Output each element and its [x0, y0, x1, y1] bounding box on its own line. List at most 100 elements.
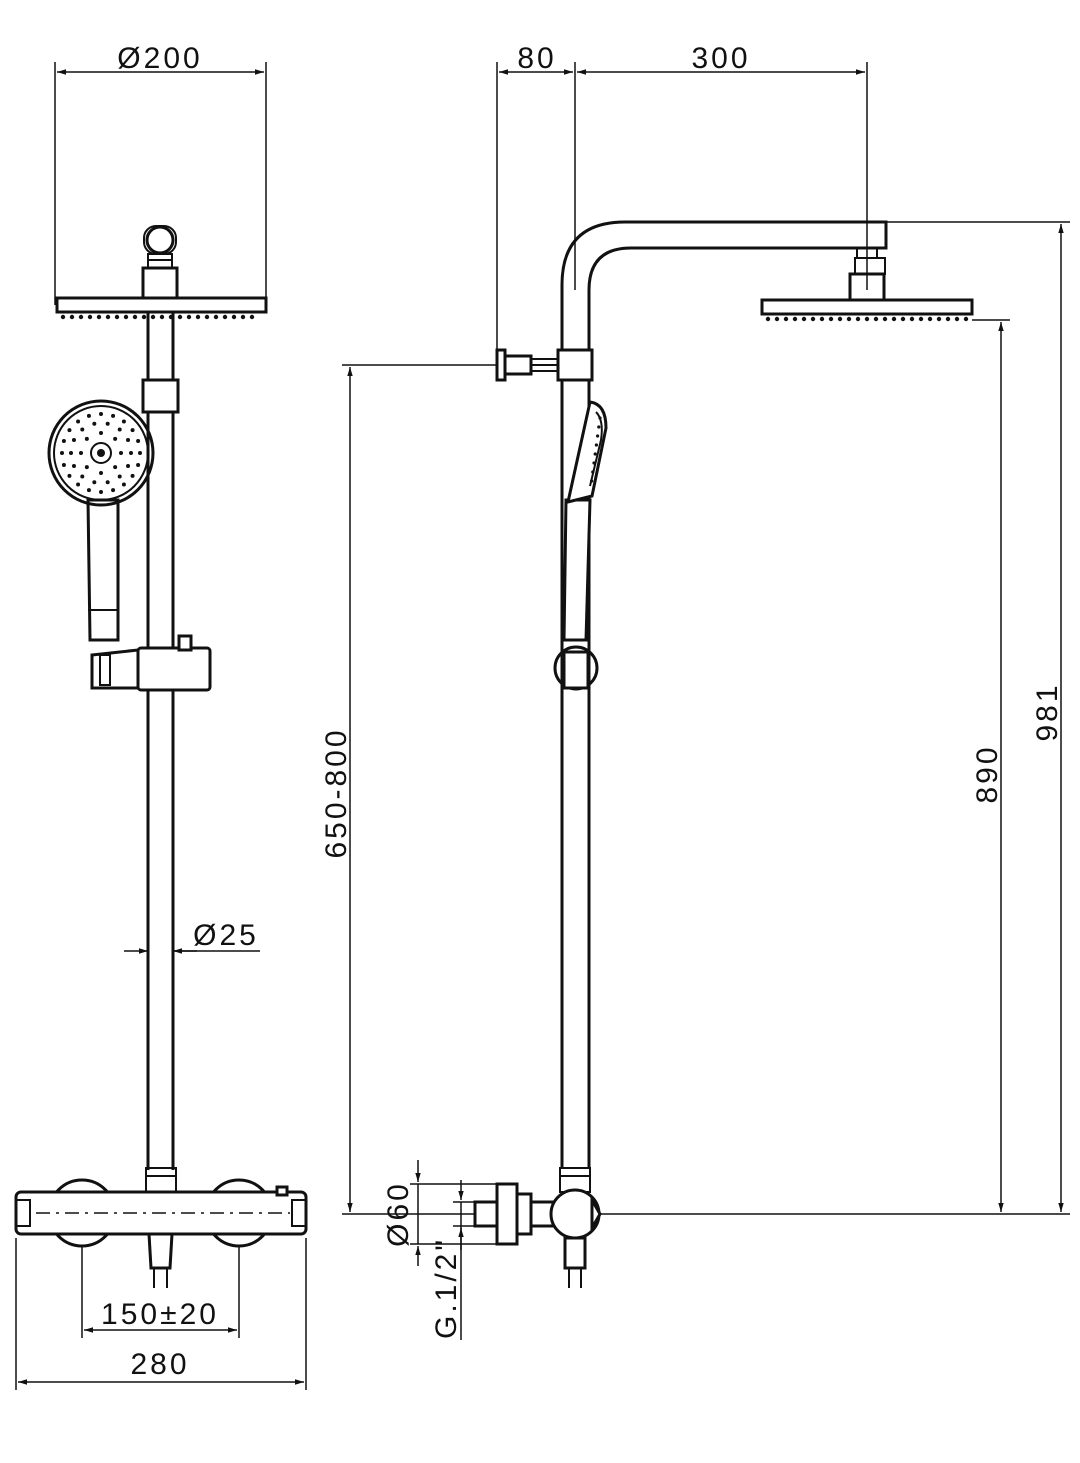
nozzle-dot [130, 473, 135, 478]
nozzle-dot [60, 451, 64, 455]
nozzle-dot [136, 463, 141, 468]
total-height-label: 981 [1031, 682, 1064, 741]
total-height-dimension: 981 [886, 221, 1070, 1212]
nozzle-dot [80, 427, 85, 432]
nozzle-dot [99, 412, 103, 416]
nozzle-dot [119, 451, 123, 455]
nozzle-dot [249, 314, 255, 320]
nozzle-dot [963, 316, 969, 322]
centers-label: 150±20 [101, 1298, 219, 1331]
nozzle-dot [855, 316, 861, 322]
nozzle-dot [67, 473, 72, 478]
rain-shower-head-side [760, 257, 974, 322]
nozzle-dot [123, 314, 129, 320]
pipe-diameter-dimension: Ø25 [124, 919, 260, 954]
nozzle-dot [105, 314, 111, 320]
nozzle-dot [99, 431, 103, 435]
nozzle-dot [598, 416, 602, 420]
nozzle-dot [231, 314, 237, 320]
adjust-height-label: 650-800 [320, 727, 353, 858]
nozzle-dot [954, 316, 960, 322]
nozzle-dot [590, 479, 594, 483]
nozzle-dot [92, 421, 97, 426]
nozzle-dot [126, 464, 131, 469]
nozzle-dot [177, 314, 183, 320]
nozzle-dot [105, 480, 110, 485]
wall-offset-dimension: 80 [496, 42, 576, 368]
side-view: 80 300 [320, 42, 1070, 1340]
nozzle-dot [819, 316, 825, 322]
nozzle-dot [918, 316, 924, 322]
wall-bracket [495, 348, 594, 382]
nozzle-dot [99, 471, 103, 475]
nozzle-dot [113, 436, 118, 441]
head-height-dimension: 890 [600, 319, 1070, 1215]
nozzle-dot [60, 314, 66, 320]
nozzle-dot [591, 470, 595, 474]
front-view: Ø200 [14, 42, 308, 1390]
nozzle-dot [130, 428, 135, 433]
nozzle-dot [138, 451, 142, 455]
nozzle-dot [61, 438, 66, 443]
nozzle-dot [936, 316, 942, 322]
head-height-label: 890 [971, 744, 1004, 803]
riser-pipe-front [141, 312, 180, 1170]
nozzle-dot [117, 474, 122, 479]
nozzle-dot [828, 316, 834, 322]
nozzle-dot [891, 316, 897, 322]
nozzle-dot [69, 314, 75, 320]
nozzle-dot [592, 461, 596, 465]
nozzle-dot [67, 428, 72, 433]
nozzle-dot [909, 316, 915, 322]
width-dimension: 280 [15, 1238, 307, 1390]
nozzle-dot [86, 413, 91, 418]
nozzle-dot [76, 482, 81, 487]
nozzle-dot [204, 314, 210, 320]
thermostatic-mixer-side [473, 1167, 602, 1288]
nozzle-dot [61, 463, 66, 468]
nozzle-dot [78, 314, 84, 320]
nozzle-dot [121, 419, 126, 424]
arm-projection-label: 300 [691, 42, 750, 75]
head-diameter-label: Ø200 [117, 42, 202, 75]
wall-offset-label: 80 [517, 42, 556, 75]
rain-shower-head-front [55, 225, 268, 320]
nozzle-dot [114, 314, 120, 320]
nozzle-dot [129, 451, 133, 455]
nozzle-dot [80, 474, 85, 479]
nozzle-dot [159, 314, 165, 320]
nozzle-dot [195, 314, 201, 320]
nozzle-dot [783, 316, 789, 322]
thread-dimension: G.1/2" [430, 1180, 475, 1340]
nozzle-dot [594, 443, 599, 447]
nozzle-dot [111, 488, 116, 493]
nozzle-dot [69, 451, 73, 455]
nozzle-dot [113, 465, 118, 470]
hand-shower-front [47, 399, 155, 642]
nozzle-dot [84, 436, 89, 441]
nozzle-dot [121, 482, 126, 487]
nozzle-dot [136, 438, 141, 443]
head-diameter-dimension: Ø200 [54, 42, 267, 305]
nozzle-dot [597, 425, 601, 429]
adjust-height-dimension: 650-800 [320, 364, 497, 1215]
nozzle-dot [927, 316, 933, 322]
nozzle-dot [873, 316, 879, 322]
nozzle-dot [150, 314, 156, 320]
nozzle-dot [213, 314, 219, 320]
nozzle-dot [79, 451, 83, 455]
arm-projection-dimension: 300 [577, 42, 868, 290]
nozzle-dot [774, 316, 780, 322]
nozzle-dot [71, 437, 76, 442]
nozzle-dot [126, 437, 131, 442]
nozzle-dot [882, 316, 888, 322]
nozzle-dot [593, 452, 597, 456]
thermostatic-mixer-front [14, 1167, 308, 1288]
nozzle-dot [92, 480, 97, 485]
nozzle-dot [765, 316, 771, 322]
nozzle-dot [99, 490, 103, 494]
nozzle-dot [132, 314, 138, 320]
nozzle-dot [84, 465, 89, 470]
nozzle-dot [837, 316, 843, 322]
